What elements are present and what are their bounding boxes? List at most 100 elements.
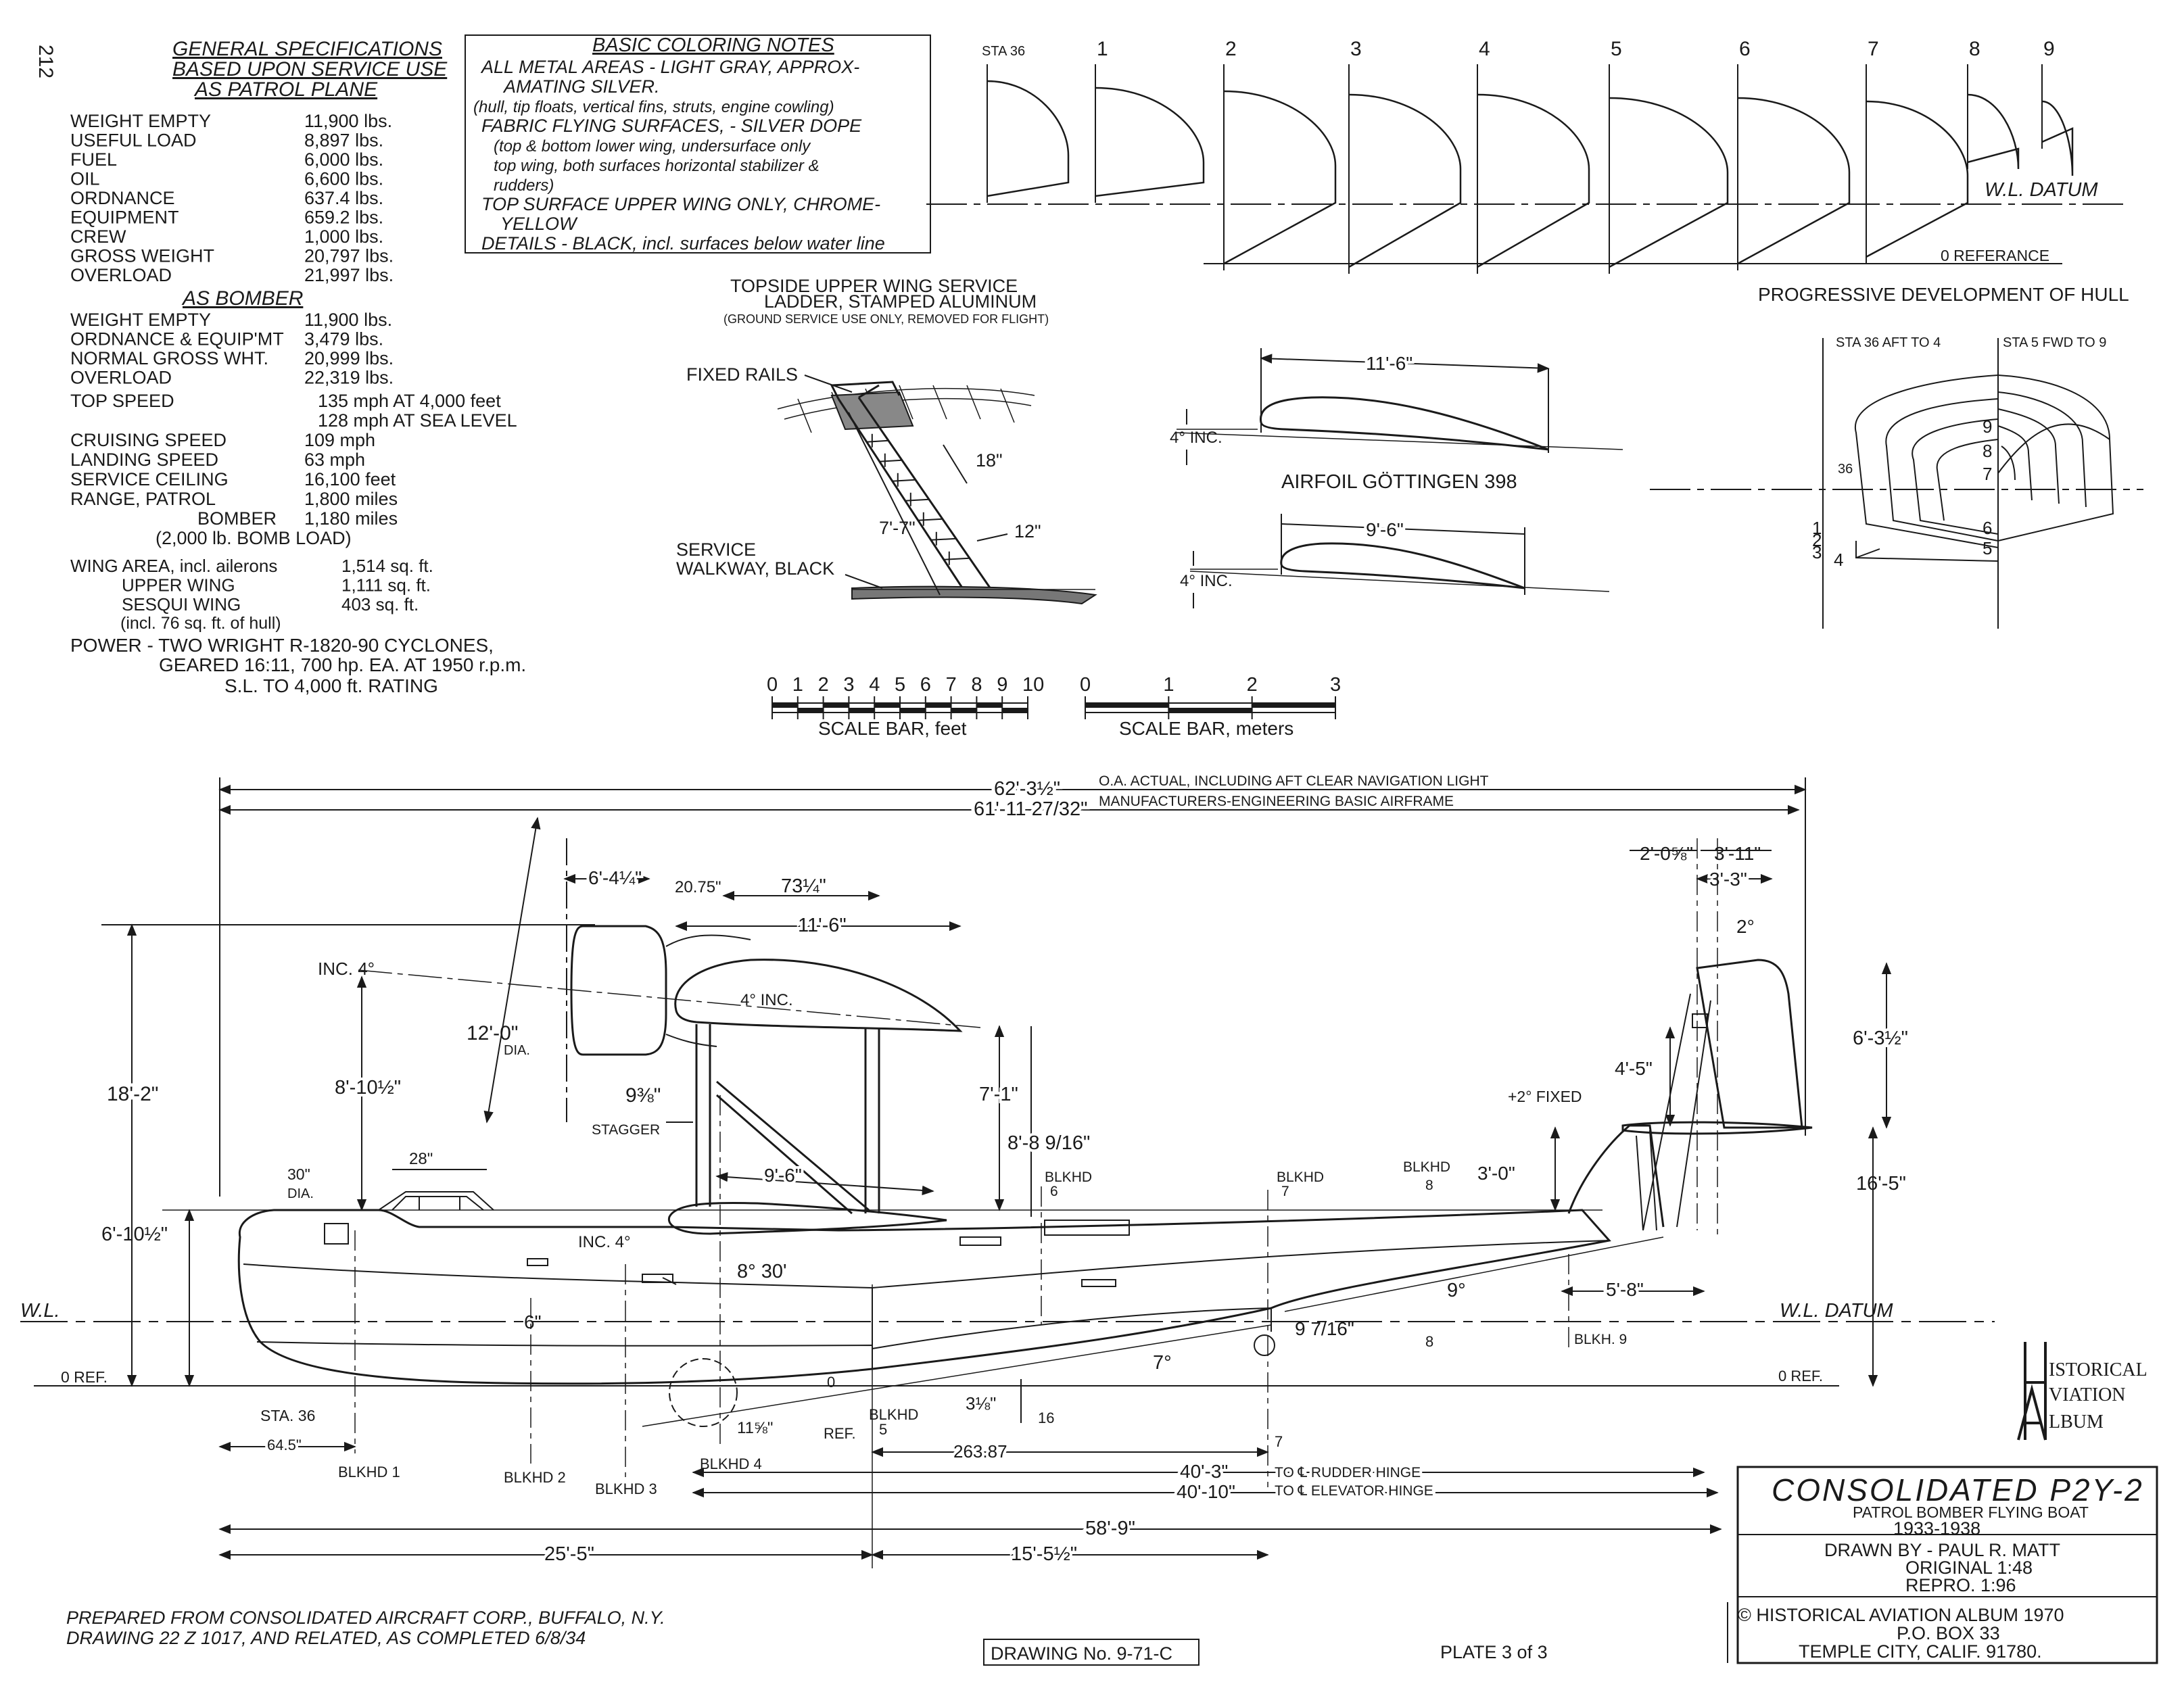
ladder-rails	[830, 381, 995, 596]
bomber-row-label: NORMAL GROSS WHT.	[70, 348, 268, 368]
side-window-2	[527, 1258, 548, 1266]
prepared-line-1: PREPARED FROM CONSOLIDATED AIRCRAFT CORP…	[66, 1608, 665, 1628]
dim-96: 9'-6"	[764, 1165, 802, 1186]
feet-scale-label: SCALE BAR, feet	[818, 718, 967, 739]
blkhd2: BLKHD 2	[504, 1469, 566, 1486]
aft-step-circle	[1254, 1334, 1275, 1356]
coloring-notes: BASIC COLORING NOTES ALL METAL AREAS - L…	[465, 34, 931, 254]
repro-scale: REPRO. 1:96	[1905, 1575, 2016, 1595]
ladder-rung	[866, 439, 889, 443]
meter-scale-label: SCALE BAR, meters	[1119, 718, 1293, 739]
dim-120b: DIA.	[504, 1043, 530, 1058]
fixed-rails-label: FIXED RAILS	[686, 364, 798, 385]
bomber-row-value: 3,479 lbs.	[304, 329, 383, 349]
drawing-number: DRAWING No. 9-71-C	[991, 1643, 1172, 1664]
ladder-title-2: LADDER, STAMPED ALUMINUM	[764, 291, 1037, 312]
bomber-row-value: 22,319 lbs.	[304, 368, 394, 388]
body-plan-left-num: 2	[1812, 530, 1822, 550]
coloring-line: FABRIC FLYING SURFACES, - SILVER DOPE	[481, 116, 862, 136]
logo-letters	[2017, 1342, 2047, 1441]
ladder-dim-12: 12"	[1014, 521, 1041, 541]
bomber-row-label: WEIGHT EMPTY	[70, 310, 211, 330]
zero-ref-label: 0 REF.	[61, 1368, 108, 1386]
station-section	[1866, 100, 1969, 258]
patrol-row-label: USEFUL LOAD	[70, 130, 197, 151]
n8: 8	[1425, 1333, 1433, 1350]
drawing-notes: PREPARED FROM CONSOLIDATED AIRCRAFT CORP…	[66, 1608, 1548, 1666]
rudder	[1696, 959, 1803, 1129]
upper-airfoil-chord	[1176, 432, 1623, 450]
wing-row-value: 1,514 sq. ft.	[341, 556, 433, 576]
dim-2075: 20.75"	[675, 878, 721, 896]
cockpit-canopy	[378, 1191, 494, 1211]
bomb-load: (2,000 lb. BOMB LOAD)	[156, 528, 352, 548]
scale-bar-segment	[1085, 703, 1169, 708]
coloring-line: rudders)	[494, 176, 554, 195]
body-plan-left-num: 3	[1812, 542, 1822, 562]
coloring-lines: ALL METAL AREAS - LIGHT GRAY, APPROX-AMA…	[473, 57, 885, 254]
patrol-row-value: 20,797 lbs.	[304, 246, 394, 266]
original-scale: ORIGINAL 1:48	[1905, 1558, 2033, 1578]
ladder-dim-77-line	[848, 412, 941, 596]
perf-value: 109 mph	[304, 430, 375, 450]
historical-aviation-album-logo: ISTORICAL VIATION LBUM	[2017, 1342, 2147, 1441]
station-label: 6	[1739, 38, 1751, 60]
scale-tick-label: 2	[1247, 674, 1258, 696]
side-view: 62'-3½" O.A. ACTUAL, INCLUDING AFT CLEAR…	[20, 773, 1995, 1568]
patrol-row-value: 1,000 lbs.	[304, 226, 383, 247]
fixed-rails-leader	[804, 375, 853, 393]
coloring-line: YELLOW	[500, 214, 578, 234]
logo-line-2: VIATION	[2049, 1384, 2126, 1405]
logo-line-3: LBUM	[2049, 1412, 2104, 1432]
service-label-1: SERVICE	[676, 539, 756, 560]
seven-deg-line	[642, 1324, 1272, 1427]
drawing-number-box	[983, 1639, 1200, 1666]
upper-chord-dim	[1260, 354, 1550, 373]
mfr-dim-label: 61'-11 27/32"	[974, 798, 1087, 820]
coloring-line: ALL METAL AREAS - LIGHT GRAY, APPROX-	[480, 57, 859, 77]
inc-line	[358, 969, 981, 1028]
ladder-dim-18: 18"	[976, 450, 1003, 471]
dim-255: 25'-5"	[544, 1543, 594, 1565]
dim-116: 11'-6"	[798, 915, 847, 936]
scale-tick-label: 8	[971, 674, 982, 696]
dim-30b: 3'-0"	[1477, 1163, 1515, 1184]
dim-96-line	[715, 1172, 934, 1196]
dim-6: 6"	[524, 1311, 542, 1332]
nose-hatch	[324, 1223, 349, 1245]
body-plan-right-num: 9	[1983, 416, 1992, 437]
dim-644: 6'-4¼"	[588, 867, 642, 888]
prepared-line-2: DRAWING 22 Z 1017, AND RELATED, AS COMPL…	[66, 1628, 586, 1648]
beaching-gear-circle	[669, 1358, 738, 1427]
scale-bar-segment	[900, 708, 926, 713]
scale-tick-label: 1	[1163, 674, 1174, 696]
dim-645: 64.5"	[267, 1437, 302, 1453]
bomber-row-value: 11,900 lbs.	[304, 310, 392, 330]
dim-inc4: INC. 4°	[318, 959, 375, 979]
patrol-row-label: OVERLOAD	[70, 265, 172, 285]
lower-chord-label: 9'-6"	[1366, 519, 1404, 540]
nine-deg-line	[1284, 1236, 1664, 1312]
patrol-row-value: 11,900 lbs.	[304, 111, 392, 131]
patrol-row-label: ORDNANCE	[70, 188, 175, 208]
ladder-rung	[918, 518, 943, 521]
dim-2deg: 2°	[1736, 916, 1755, 937]
aft-label: STA 36 AFT TO 4	[1836, 335, 1941, 350]
tail-struts	[1636, 993, 1711, 1231]
ladder-dim-18-line	[943, 444, 968, 484]
perf-value: 1,180 miles	[304, 508, 398, 529]
patrol-row-value: 21,997 lbs.	[304, 265, 394, 285]
perf-label: CRUISING SPEED	[70, 430, 227, 450]
blkhd6b: 6	[1050, 1184, 1058, 1199]
station-section	[1095, 87, 1205, 197]
scale-tick-label: 10	[1022, 674, 1044, 696]
coloring-notes-box	[465, 34, 931, 254]
dim-889: 8'-8 9/16"	[1007, 1132, 1090, 1154]
inc4b: INC. 4°	[578, 1233, 631, 1251]
station-section	[2041, 100, 2074, 176]
patrol-row-value: 8,897 lbs.	[304, 130, 383, 151]
